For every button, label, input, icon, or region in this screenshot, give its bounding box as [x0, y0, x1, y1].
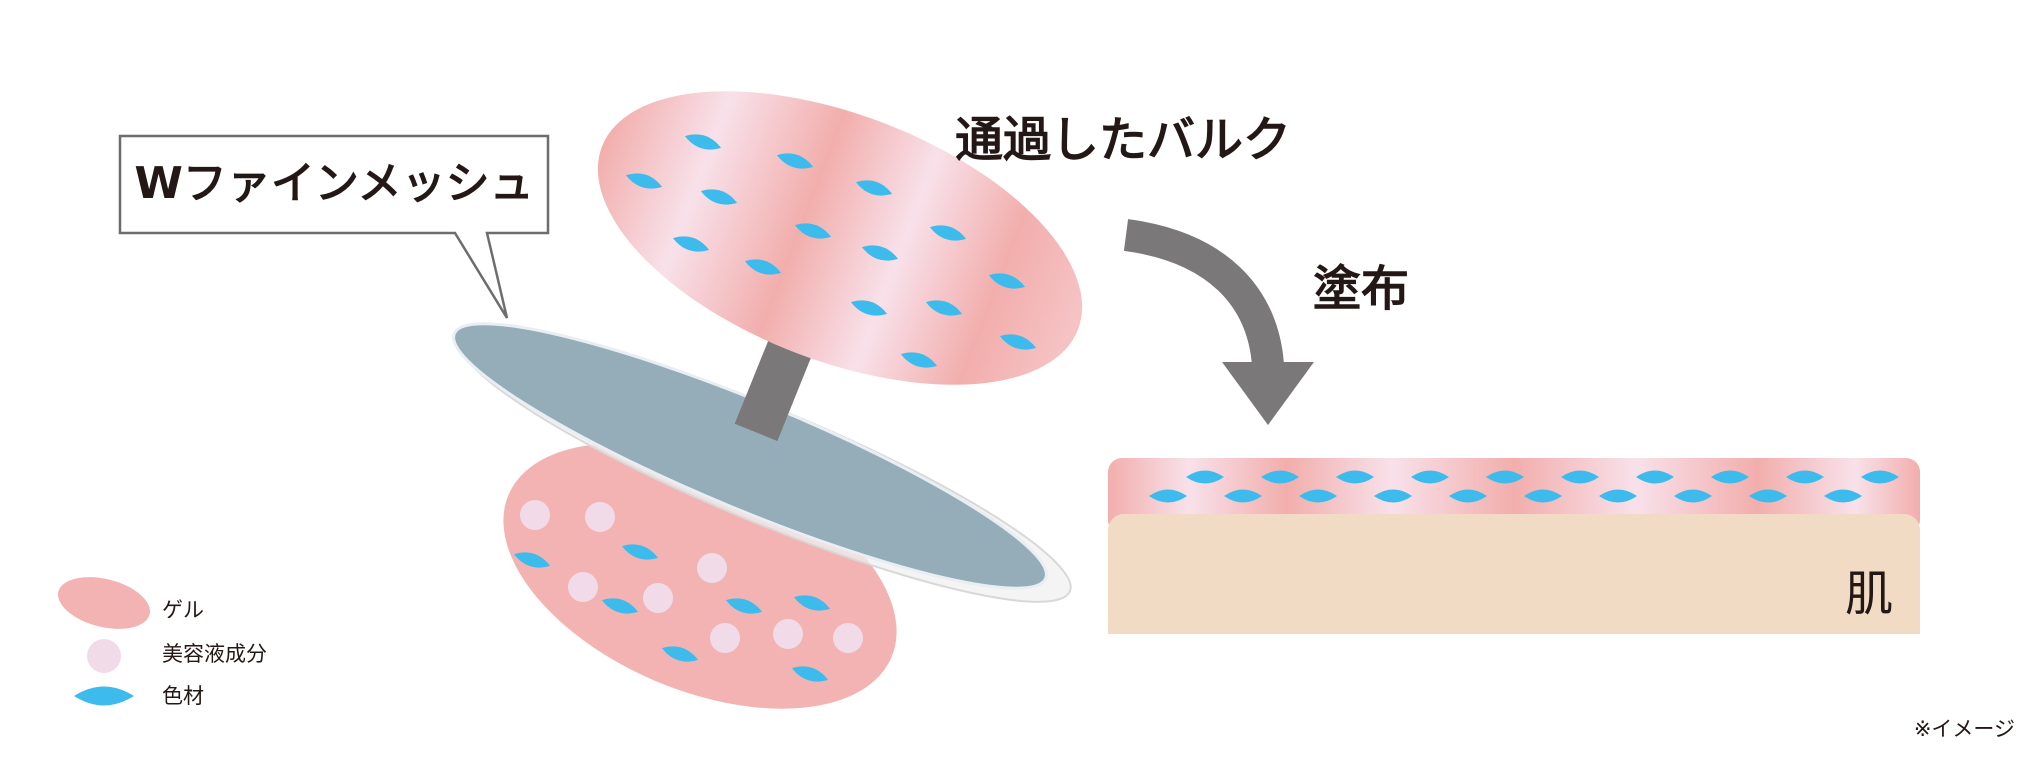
serum-dot	[643, 583, 673, 613]
legend-item-pigment: 色材	[74, 684, 204, 708]
skin-label: 肌	[1845, 566, 1893, 622]
raw-gel-serum-dots	[520, 500, 863, 653]
serum-dot	[710, 623, 740, 653]
legend-label-gel: ゲル	[162, 598, 204, 622]
serum-dot	[697, 553, 727, 583]
serum-dot	[773, 619, 803, 649]
apply-label: 塗布	[1313, 261, 1409, 317]
image-note: ※イメージ	[1914, 717, 2015, 741]
legend-label-pigment: 色材	[162, 684, 204, 708]
apply-arrow	[1123, 219, 1314, 425]
serum-dot	[585, 502, 615, 532]
blue-lens-icon	[74, 686, 134, 706]
legend: ゲル 美容液成分 色材	[58, 577, 267, 708]
passed-bulk-ellipse	[597, 91, 1083, 385]
legend-label-serum: 美容液成分	[162, 642, 267, 666]
callout-text: Wファインメッシュ	[134, 158, 533, 209]
light-pink-circle-icon	[87, 639, 121, 673]
serum-dot	[520, 500, 550, 530]
serum-dot	[833, 623, 863, 653]
skin-panel	[1108, 458, 1920, 634]
callout-box: Wファインメッシュ	[118, 134, 550, 319]
w-fine-mesh	[452, 322, 1072, 603]
serum-dot	[568, 572, 598, 602]
pink-ellipse-icon	[58, 577, 150, 629]
legend-item-serum: 美容液成分	[87, 639, 267, 673]
passed-bulk-label: 通過したバルク	[955, 112, 1291, 168]
legend-item-gel: ゲル	[58, 577, 204, 629]
